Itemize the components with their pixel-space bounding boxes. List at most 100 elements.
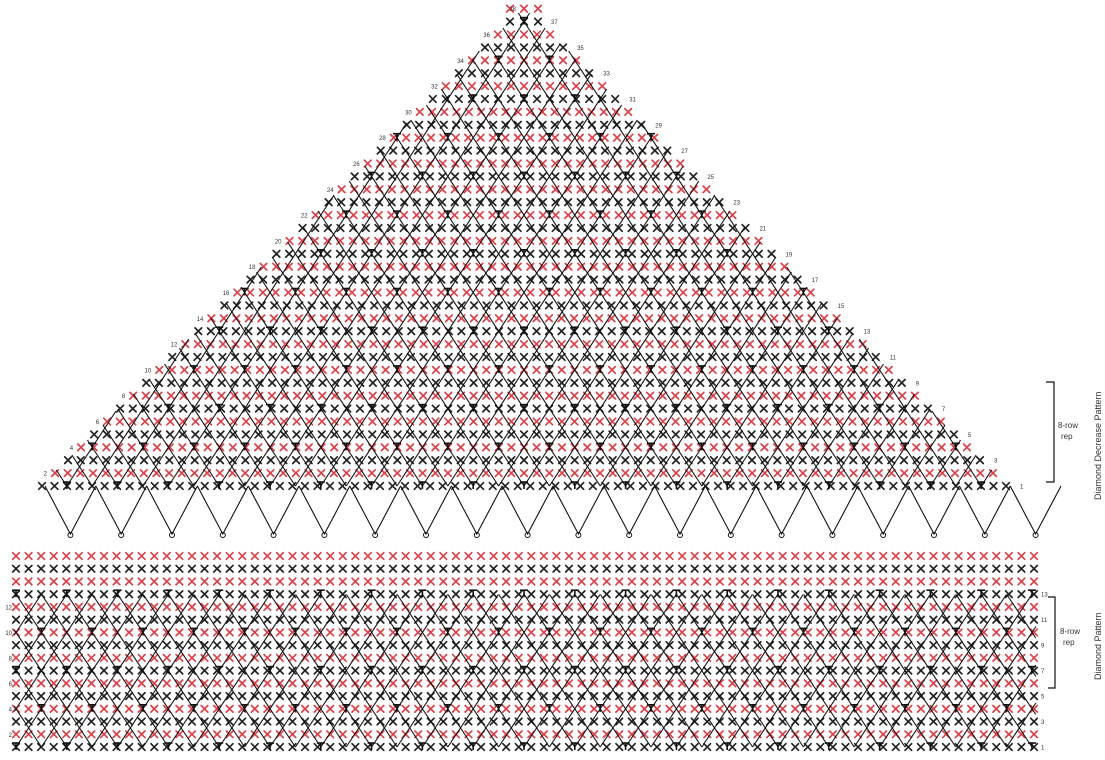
- stitch-icon: [804, 565, 811, 572]
- stitch-icon: [779, 553, 786, 560]
- stitch-icon: [270, 341, 277, 348]
- stitch-icon: [980, 655, 987, 662]
- stitch-icon: [277, 591, 284, 598]
- stitch-icon: [578, 706, 585, 713]
- stitch-icon: [189, 655, 196, 662]
- base-loop-line: [604, 486, 655, 534]
- stitch-icon: [289, 604, 296, 611]
- decrease-repeat-label-line2: rep: [1061, 432, 1073, 441]
- stitch-icon: [327, 565, 334, 572]
- stitch-icon: [226, 483, 233, 490]
- stitch-icon: [993, 744, 1000, 751]
- stitch-icon: [394, 470, 401, 477]
- stitch-icon: [691, 212, 698, 219]
- stitch-icon: [370, 341, 377, 348]
- stitch-icon: [294, 380, 301, 387]
- stitch-icon: [586, 70, 593, 77]
- stitch-icon: [566, 553, 573, 560]
- stitch-icon: [323, 289, 330, 296]
- stitch-icon: [166, 470, 173, 477]
- stitch-icon: [1018, 706, 1025, 713]
- stitch-icon: [993, 565, 1000, 572]
- stitch-icon: [913, 457, 920, 464]
- stitch-icon: [138, 655, 145, 662]
- stitch-icon: [774, 470, 781, 477]
- stitch-icon: [880, 565, 887, 572]
- stitch-icon: [63, 642, 70, 649]
- stitch-icon: [88, 718, 95, 725]
- stitch-icon: [842, 591, 849, 598]
- stitch-icon: [597, 431, 604, 438]
- stitch-icon: [855, 553, 862, 560]
- stitch-icon: [377, 744, 384, 751]
- decrease-side-label: Diamond Decrease Pattern: [1093, 391, 1103, 500]
- stitch-icon: [470, 418, 477, 425]
- stitch-icon: [1006, 642, 1013, 649]
- stitch-icon: [666, 706, 673, 713]
- stitch-icon: [218, 418, 225, 425]
- stitch-icon: [993, 578, 1000, 585]
- base-loop-line: [705, 486, 756, 534]
- stitch-icon: [226, 667, 233, 674]
- stitch-icon: [90, 470, 97, 477]
- stitch-icon: [239, 731, 246, 738]
- stitch-icon: [243, 418, 250, 425]
- stitch-icon: [614, 134, 621, 141]
- stitch-icon: [571, 470, 578, 477]
- stitch-icon: [872, 354, 879, 361]
- stitch-icon: [318, 431, 325, 438]
- stitch-icon: [654, 744, 661, 751]
- stitch-icon: [905, 693, 912, 700]
- stitch-icon: [586, 96, 593, 103]
- stitch-icon: [226, 744, 233, 751]
- stitch-icon: [142, 392, 149, 399]
- stitch-icon: [817, 744, 824, 751]
- stitch-icon: [515, 718, 522, 725]
- stitch-icon: [478, 667, 485, 674]
- stitch-icon: [239, 591, 246, 598]
- stitch-icon: [364, 160, 371, 167]
- stitch-icon: [943, 578, 950, 585]
- stitch-icon: [747, 354, 754, 361]
- stitch-icon: [943, 591, 950, 598]
- stitch-icon: [138, 578, 145, 585]
- stitch-icon: [239, 718, 246, 725]
- stitch-icon: [590, 173, 597, 180]
- stitch-icon: [13, 553, 20, 560]
- stitch-icon: [671, 315, 678, 322]
- stitch-icon: [251, 744, 258, 751]
- stitch-icon: [465, 578, 472, 585]
- stitch-icon: [318, 457, 325, 464]
- stitch-icon: [710, 405, 717, 412]
- stitch-icon: [244, 354, 251, 361]
- stitch-icon: [311, 289, 318, 296]
- stitch-icon: [234, 289, 241, 296]
- stitch-icon: [880, 604, 887, 611]
- stitch-icon: [616, 706, 623, 713]
- stitch-icon: [25, 706, 32, 713]
- stitch-icon: [126, 744, 133, 751]
- stitch-icon: [792, 744, 799, 751]
- stitch-icon: [723, 418, 730, 425]
- stitch-icon: [705, 289, 712, 296]
- stitch-icon: [817, 591, 824, 598]
- diamond-line: [143, 195, 334, 486]
- diamond-line: [165, 364, 245, 486]
- stitch-icon: [521, 44, 528, 51]
- stitch-icon: [772, 354, 779, 361]
- stitch-icon: [553, 629, 560, 636]
- stitch-icon: [489, 212, 496, 219]
- stitch-icon: [365, 565, 372, 572]
- stitch-icon: [502, 134, 509, 141]
- stitch-icon: [754, 667, 761, 674]
- stitch-icon: [552, 173, 559, 180]
- stitch-icon: [528, 565, 535, 572]
- stitch-icon: [679, 553, 686, 560]
- stitch-icon: [314, 655, 321, 662]
- stitch-icon: [559, 444, 566, 451]
- stitch-icon: [521, 83, 528, 90]
- stitch-icon: [1031, 718, 1038, 725]
- stitch-icon: [327, 578, 334, 585]
- stitch-icon: [269, 392, 276, 399]
